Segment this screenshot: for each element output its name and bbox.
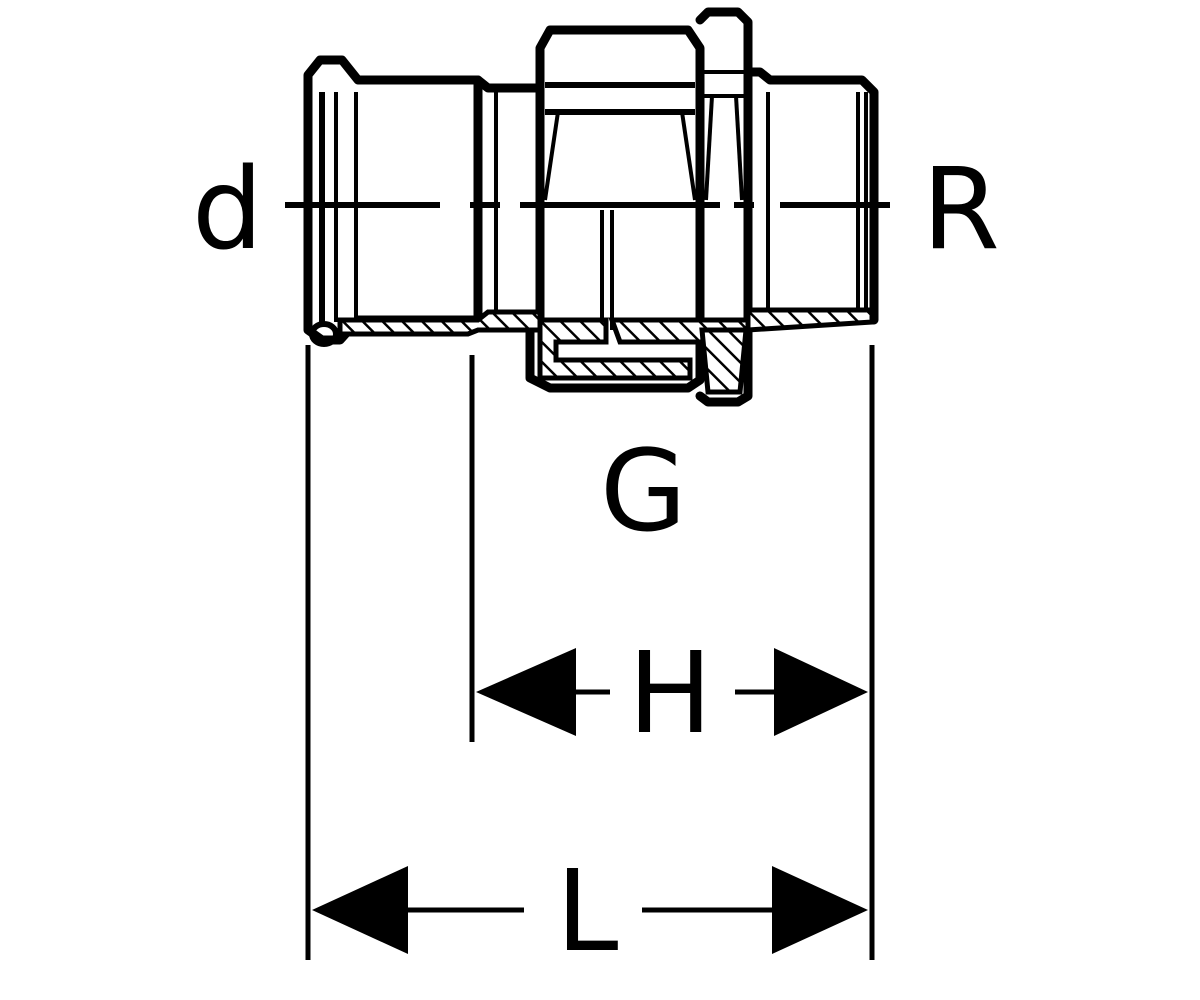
label-l: L: [556, 847, 618, 977]
arrow-h-left-icon: [476, 648, 576, 736]
label-h: H: [628, 629, 712, 759]
nut-taper-left: [543, 111, 560, 201]
hatched-wall-nut: [537, 317, 693, 381]
extension-lines: [305, 345, 875, 960]
ring-taper-r: [734, 95, 744, 201]
label-d: d: [192, 145, 263, 275]
nut-taper-right: [680, 111, 697, 201]
hatched-wall-ring: [699, 327, 749, 395]
fitting-body: [285, 7, 890, 407]
hatched-wall-thread: [745, 307, 875, 333]
collar-outline: [473, 75, 545, 325]
label-r: R: [922, 145, 1000, 275]
label-g: G: [600, 427, 687, 557]
ring-taper-l: [704, 95, 714, 201]
arrow-l-left-icon: [312, 866, 408, 954]
dimension-l: [312, 866, 868, 954]
hatched-wall-socket: [337, 309, 543, 337]
press-socket-outline: [303, 55, 483, 345]
dimension-h: [476, 648, 868, 736]
arrow-l-right-icon: [772, 866, 868, 954]
socket-oring: [309, 321, 339, 347]
ring-outline: [695, 7, 753, 407]
arrow-h-right-icon: [774, 648, 868, 736]
